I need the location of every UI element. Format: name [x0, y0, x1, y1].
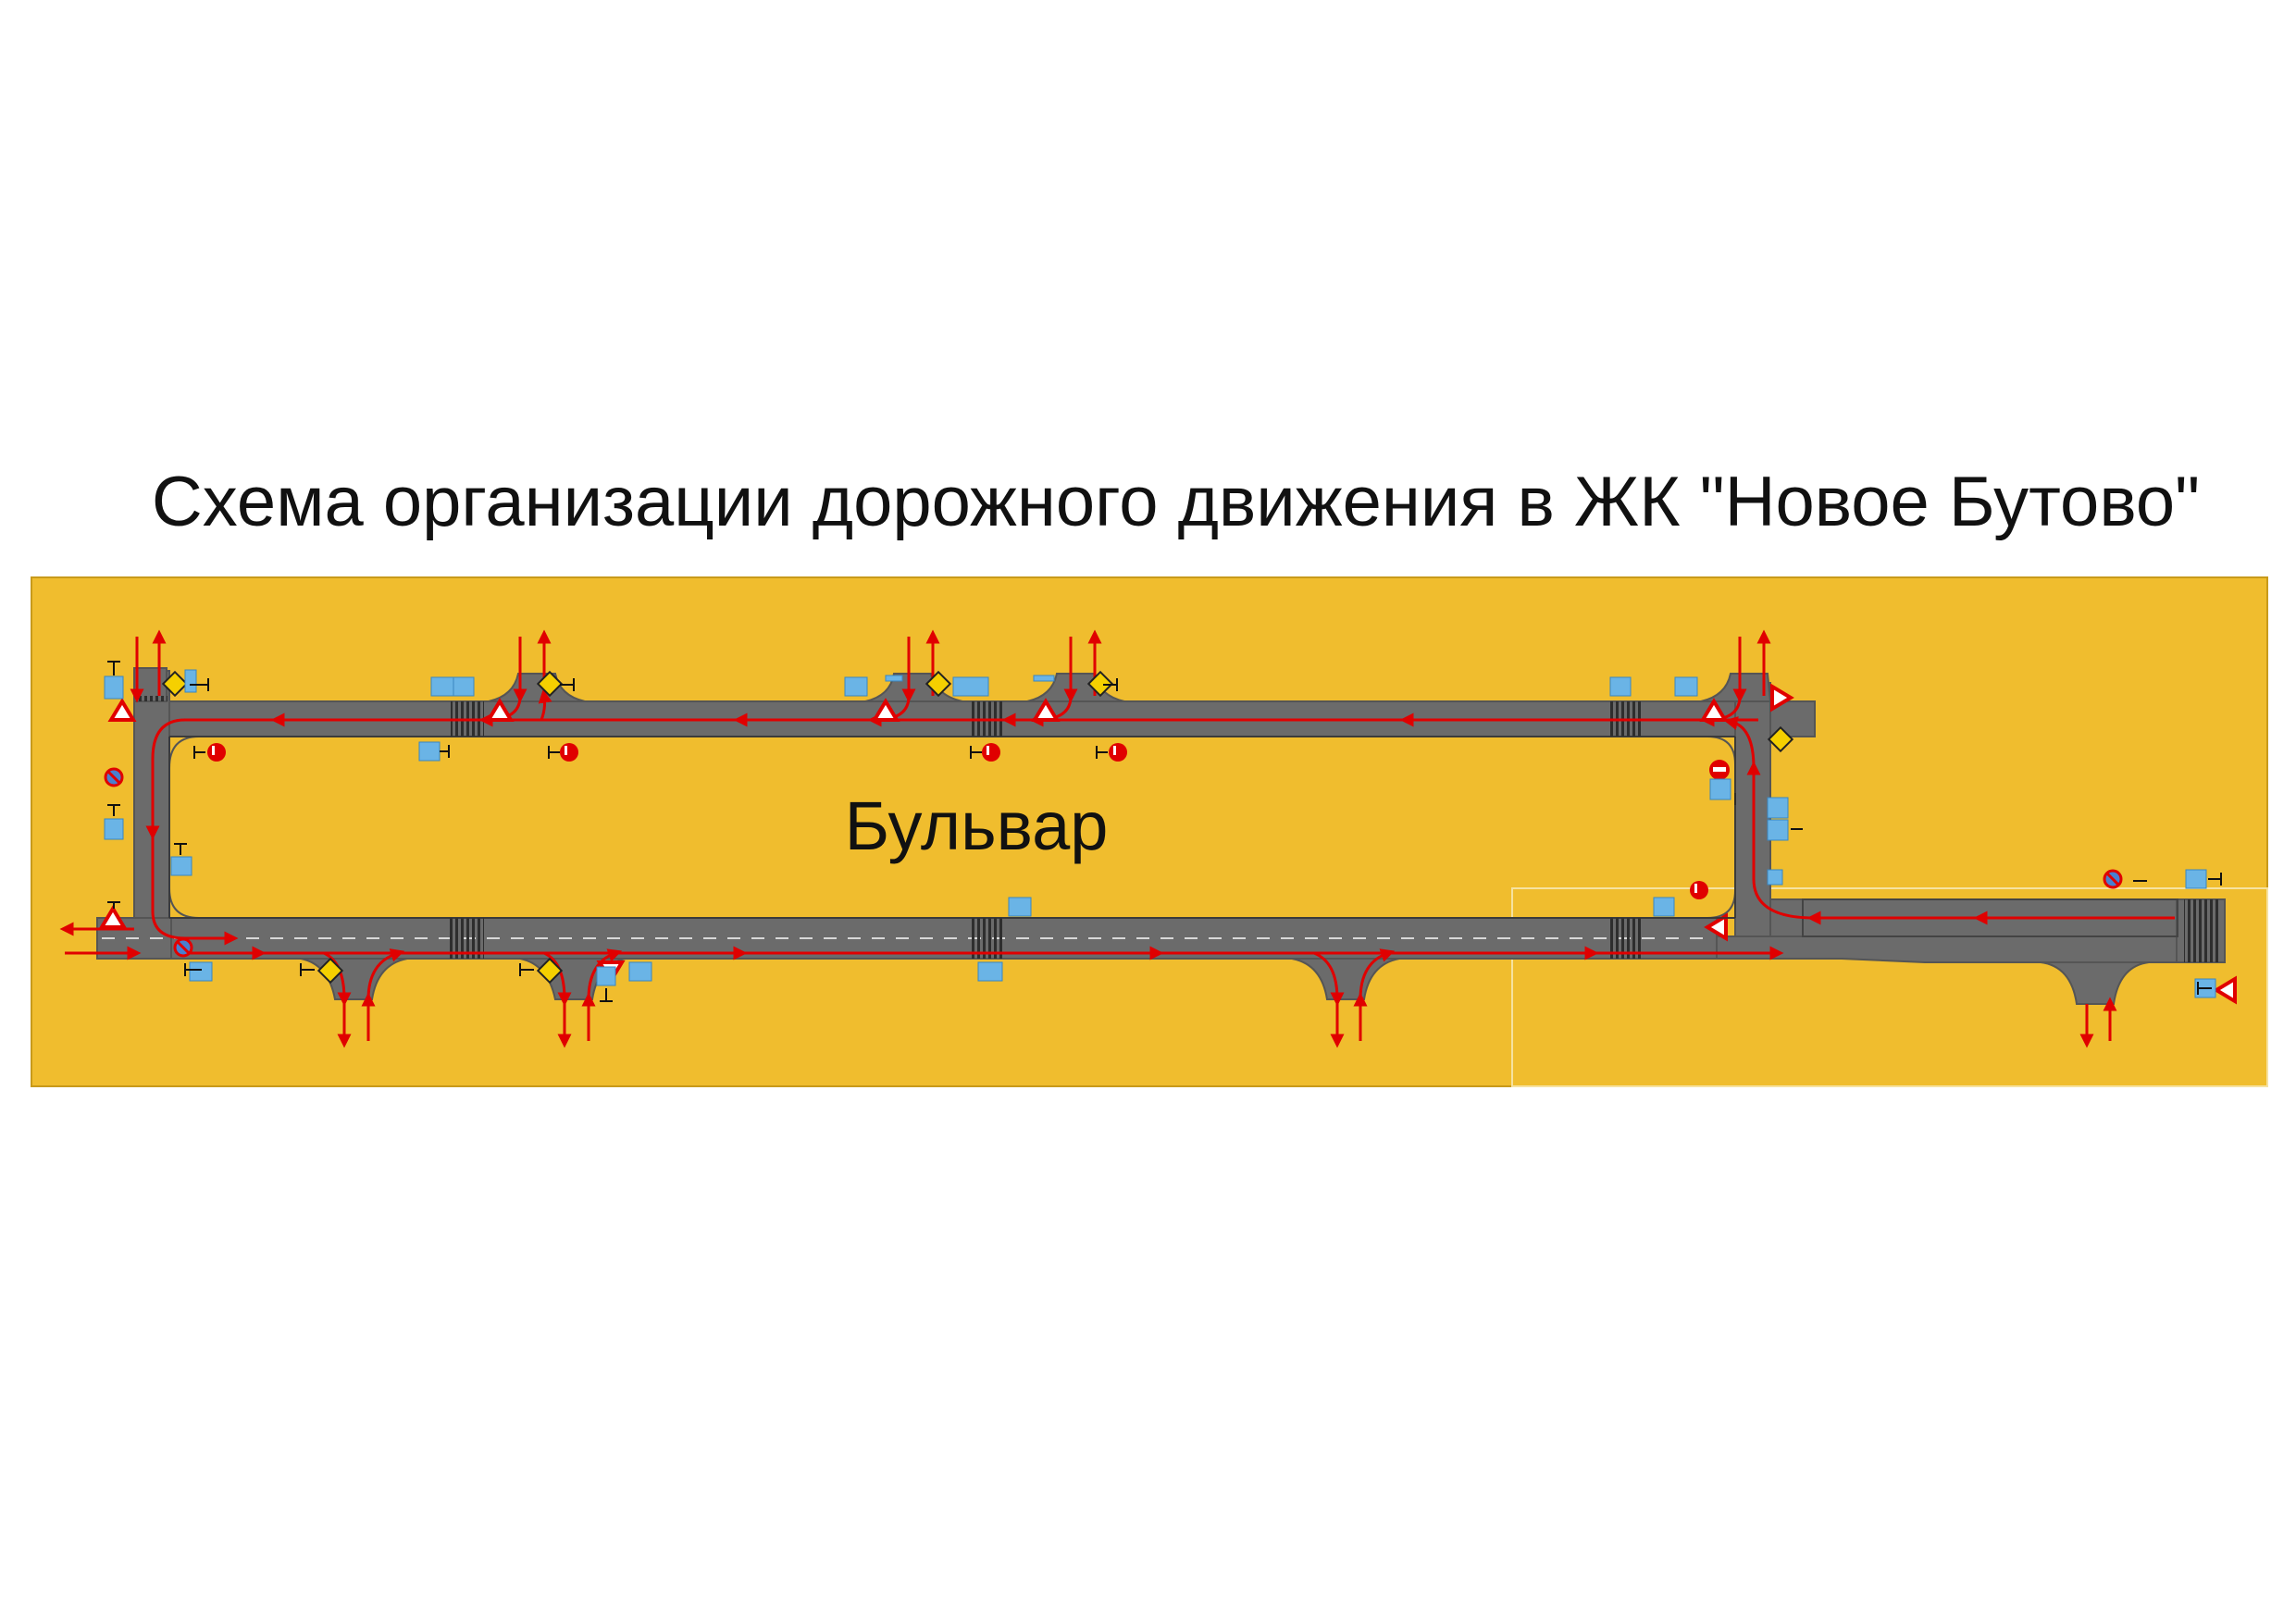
- east-road-lower: [1716, 935, 2188, 963]
- no-entry-sign: [207, 743, 1730, 899]
- no-stopping-sign: [104, 767, 2123, 958]
- ground-area-outline: [1511, 887, 2268, 1087]
- info-sign: [104, 669, 2216, 998]
- road-edges: [168, 736, 1736, 919]
- road-signs: [98, 661, 2237, 1005]
- priority-road-sign: [161, 670, 1794, 985]
- page-title: Схема организации дорожного движения в Ж…: [151, 463, 2201, 541]
- give-way-sign: [98, 683, 2237, 1005]
- ground-area: [31, 576, 2268, 1087]
- sign-posts: [107, 661, 2222, 1002]
- boulevard-label: Бульвар: [845, 787, 1109, 864]
